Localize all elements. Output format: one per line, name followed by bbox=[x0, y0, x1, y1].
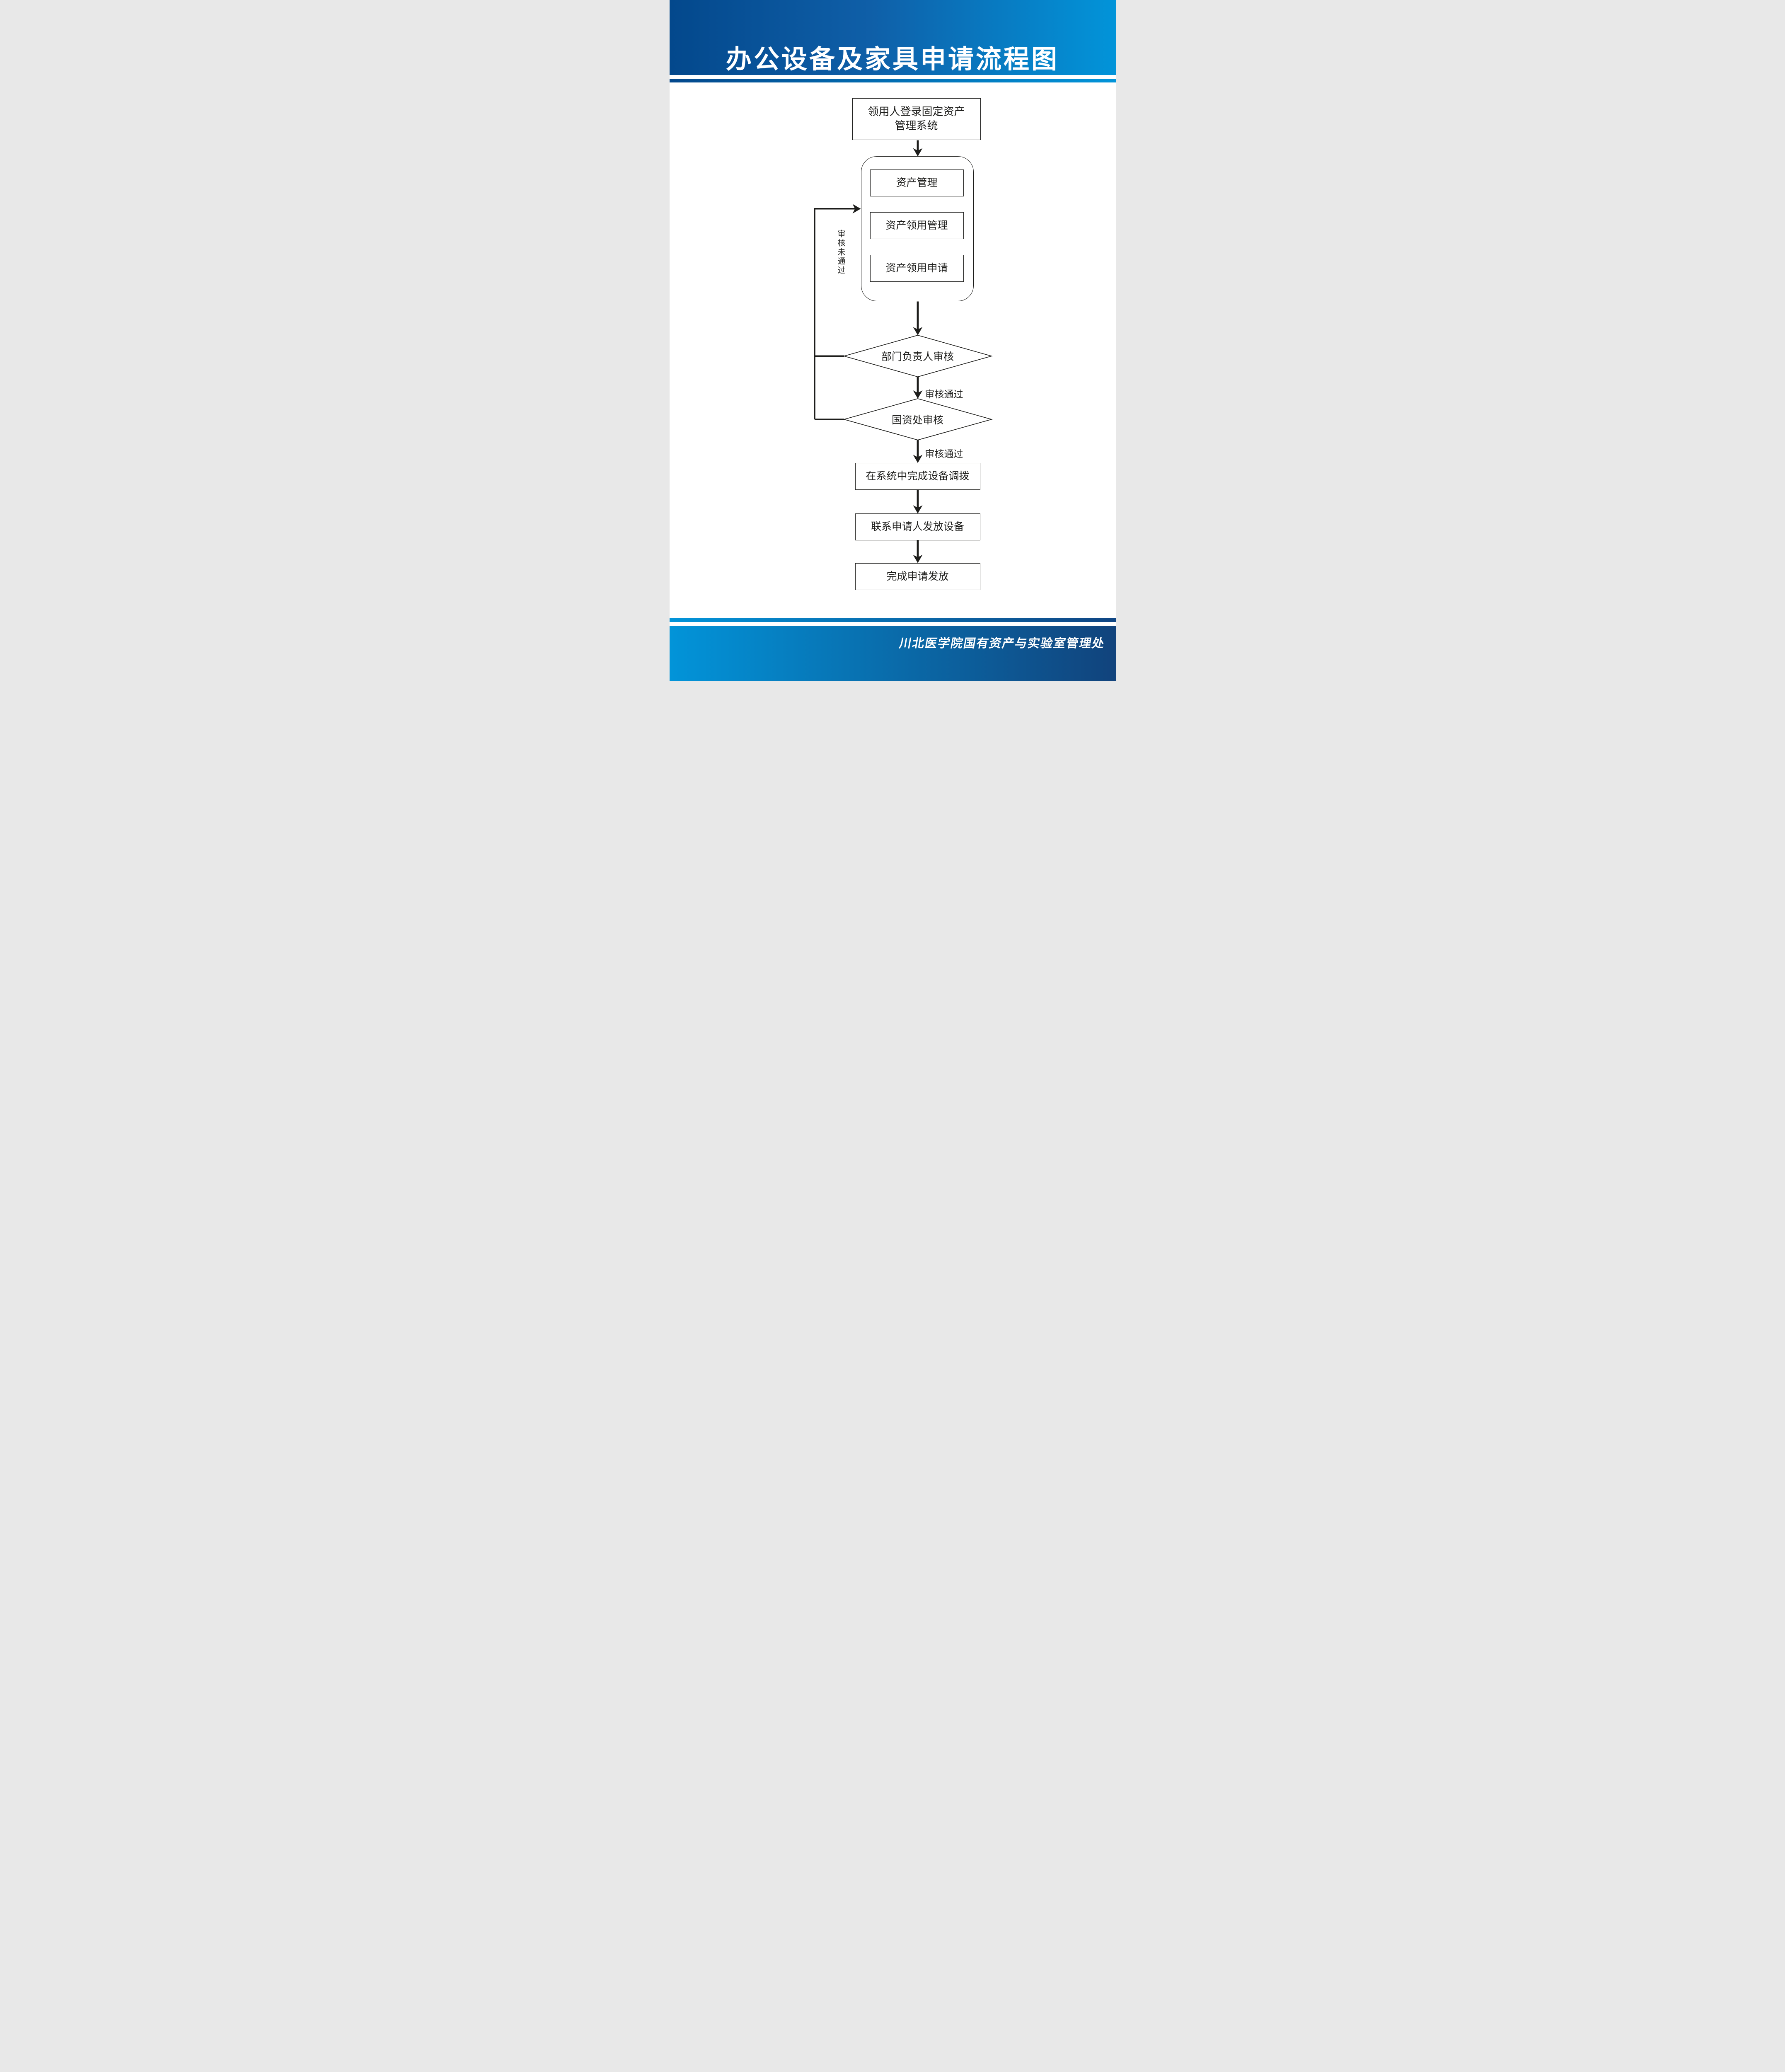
step-box-complete: 完成申请发放 bbox=[855, 563, 980, 590]
header-band: 办公设备及家具申请流程图 bbox=[669, 0, 1116, 75]
header-blue-stripe bbox=[669, 79, 1116, 82]
footer-band: 川北医学院国有资产与实验室管理处 bbox=[669, 626, 1116, 681]
arrowhead-step1-to-step2 bbox=[913, 505, 922, 514]
flowchart-connectors bbox=[813, 140, 993, 563]
step-box-transfer: 在系统中完成设备调拨 bbox=[855, 463, 980, 490]
arrowhead-group-to-decision1 bbox=[913, 327, 922, 335]
footer-white-stripe bbox=[669, 622, 1116, 626]
pass-label-2: 审核通过 bbox=[925, 449, 963, 460]
group-item-asset-management: 资产管理 bbox=[870, 169, 964, 196]
poster-title: 办公设备及家具申请流程图 bbox=[726, 44, 1059, 74]
system-group-container: 资产管理 资产领用管理 资产领用申请 bbox=[861, 156, 974, 301]
reject-feedback-line bbox=[813, 208, 855, 420]
start-box: 领用人登录固定资产 管理系统 bbox=[852, 98, 981, 140]
arrowhead-start-to-group bbox=[913, 148, 922, 157]
group-item-asset-requisition-apply: 资产领用申请 bbox=[870, 255, 964, 282]
group-item-asset-requisition-management: 资产领用管理 bbox=[870, 212, 964, 239]
arrowhead-decision1-to-decision2 bbox=[913, 390, 922, 399]
start-box-line1: 领用人登录固定资产 bbox=[868, 105, 965, 118]
step-box-contact: 联系申请人发放设备 bbox=[855, 513, 980, 540]
arrowhead-step2-to-step3 bbox=[913, 554, 922, 563]
start-box-line2: 管理系统 bbox=[895, 119, 938, 132]
poster: 办公设备及家具申请流程图 bbox=[669, 0, 1116, 681]
footer-credit: 川北医学院国有资产与实验室管理处 bbox=[898, 636, 1107, 650]
header-white-stripe bbox=[669, 75, 1116, 79]
flowchart-area: 领用人登录固定资产 管理系统 资产管理 资产领用管理 资产领用申请 部门负责人审… bbox=[669, 82, 1116, 619]
decision1-label: 部门负责人审核 bbox=[881, 351, 954, 363]
arrowhead-feedback-into-group bbox=[852, 204, 861, 214]
arrowhead-decision2-to-step1 bbox=[913, 455, 922, 463]
pass-label-1: 审核通过 bbox=[925, 389, 963, 400]
fail-label: 审核未通过 bbox=[836, 230, 846, 275]
decision2-label: 国资处审核 bbox=[891, 414, 943, 426]
footer-blue-stripe bbox=[669, 618, 1116, 622]
